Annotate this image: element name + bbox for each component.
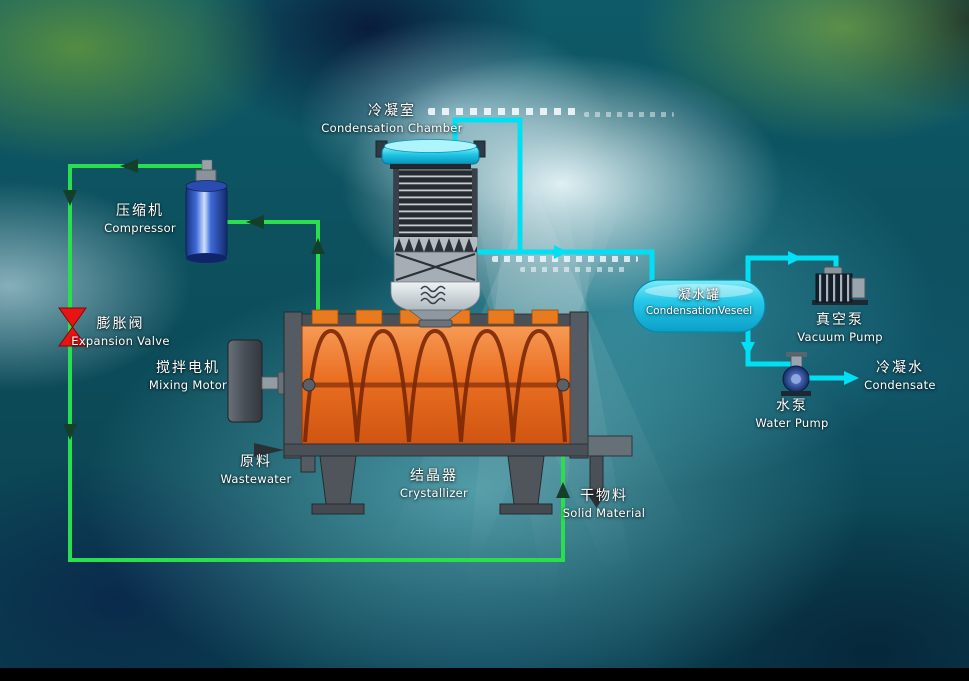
compressor: [185, 159, 228, 263]
expansion-valve: [58, 307, 87, 347]
crystallizer-label: 结晶器 Crystallizer: [374, 468, 494, 500]
solid-material-outlet-pipe: [589, 455, 604, 491]
shaft-hub: [302, 378, 316, 392]
expansion-valve-label-en: Expansion Valve: [71, 334, 170, 348]
crystallizer-label-en: Crystallizer: [399, 486, 469, 500]
condensation-chamber-label: 冷凝室 Condensation Chamber: [312, 103, 472, 135]
water-pump-label-en: Water Pump: [755, 416, 829, 430]
fin-post: [472, 169, 477, 237]
crystallizer-label-zh: 结晶器: [410, 468, 458, 484]
x-brace: [395, 252, 476, 282]
compressor-label-zh: 压缩机: [116, 203, 164, 219]
crystallizer-left-plate: [283, 311, 303, 459]
compressor-label: 压缩机 Compressor: [85, 203, 195, 235]
wastewater-label-zh: 原料: [240, 454, 272, 470]
vapor-pipe-top: [452, 117, 523, 252]
mixing-motor-label-zh: 搅拌电机: [156, 360, 220, 376]
vapor-pipe-to-vessel: [477, 249, 655, 284]
pixel-streak: [492, 256, 638, 262]
condensate-label-zh: 冷凝水: [876, 360, 924, 376]
vacuum-pump-label: 真空泵 Vacuum Pump: [780, 312, 900, 344]
pixel-streak: [584, 112, 674, 117]
condensation-vessel: [632, 279, 766, 333]
pump-head: [851, 277, 866, 299]
pixel-streak: [428, 108, 576, 115]
fin-post: [394, 169, 399, 237]
heat-exchanger-fins: [393, 168, 478, 238]
support-leg: [319, 455, 357, 505]
shaft-hub: [556, 378, 570, 392]
condensation-chamber: [375, 139, 486, 328]
flow-arrow-right-icon: [844, 371, 859, 385]
condensate-label: 冷凝水 Condensate: [850, 360, 950, 392]
expansion-valve-label-zh: 膨胀阀: [96, 316, 145, 332]
flow-arrow-right-icon: [554, 245, 568, 259]
wastewater-inlet-stub: [300, 455, 316, 473]
flow-arrow-left-icon: [246, 215, 264, 229]
expansion-valve-label: 膨胀阀 Expansion Valve: [58, 316, 183, 348]
discharge-bracket: [587, 435, 633, 457]
chamber-lid: [384, 139, 477, 153]
leg-foot: [499, 503, 553, 515]
vacuum-pump: [812, 266, 868, 305]
compressor-bottom-cap: [186, 253, 227, 263]
vacuum-pump-label-en: Vacuum Pump: [797, 330, 883, 344]
vessel-highlight: [645, 284, 753, 298]
condensation-chamber-label-en: Condensation Chamber: [321, 121, 463, 135]
flow-arrow-down-icon: [63, 424, 77, 440]
pump-base: [781, 391, 811, 396]
pump-eye: [791, 374, 801, 384]
vacuum-pump-label-zh: 真空泵: [816, 312, 864, 328]
crystallizer: [227, 309, 633, 515]
refrigerant-return-pipe: [227, 220, 320, 318]
zigzag-plate: [394, 238, 477, 252]
leg-foot: [311, 503, 365, 515]
chamber-hatch: [418, 319, 453, 328]
condensation-vessel-label-en: CondensationVeseel: [645, 305, 753, 317]
chamber-band: [390, 164, 471, 169]
support-leg: [507, 455, 545, 505]
steam-squiggles-icon: [420, 285, 446, 305]
wastewater-label-en: Wastewater: [220, 472, 292, 486]
solid-material-label: 干物料 Solid Material: [546, 488, 662, 520]
flow-arrow-up-icon: [311, 238, 325, 254]
pixel-streak: [520, 267, 630, 272]
condensation-vessel-label-zh: 凝水罐: [677, 288, 720, 303]
water-pump: [781, 352, 811, 396]
flow-arrow-down-icon: [741, 342, 755, 356]
mixing-motor-label: 搅拌电机 Mixing Motor: [126, 360, 250, 392]
crystallizer-right-plate: [569, 311, 589, 459]
condensate-label-en: Condensate: [864, 378, 936, 392]
pump-flange: [786, 352, 807, 357]
water-pump-label: 水泵 Water Pump: [734, 398, 850, 430]
flow-arrow-left-icon: [120, 159, 138, 173]
flow-arrow-up-icon: [556, 482, 570, 498]
valve-top-triangle: [58, 307, 87, 328]
compressor-top-cap: [185, 180, 228, 192]
screw-flights: [303, 328, 567, 443]
flow-arrow-down-icon: [63, 190, 77, 206]
solid-material-label-zh: 干物料: [580, 488, 628, 504]
compressor-label-en: Compressor: [104, 221, 176, 235]
crystallizer-bottom-rail: [283, 443, 589, 457]
condensation-chamber-label-zh: 冷凝室: [368, 103, 416, 119]
solid-material-arrow-icon: [585, 490, 608, 508]
bottom-black-bar: [0, 668, 969, 681]
condensation-vessel-label: 凝水罐 CondensationVeseel: [633, 288, 765, 318]
pump-motor: [815, 273, 853, 303]
valve-bottom-triangle: [58, 326, 87, 347]
wastewater-label: 原料 Wastewater: [206, 454, 306, 486]
flow-arrow-right-icon: [788, 251, 802, 265]
condensate-pipe-to-pump: [745, 330, 794, 367]
solid-material-label-en: Solid Material: [562, 506, 646, 520]
wastewater-arrow-icon: [254, 443, 284, 457]
water-pump-label-zh: 水泵: [776, 398, 808, 414]
vessel-body: [632, 279, 766, 333]
mixing-motor-label-en: Mixing Motor: [148, 378, 228, 392]
